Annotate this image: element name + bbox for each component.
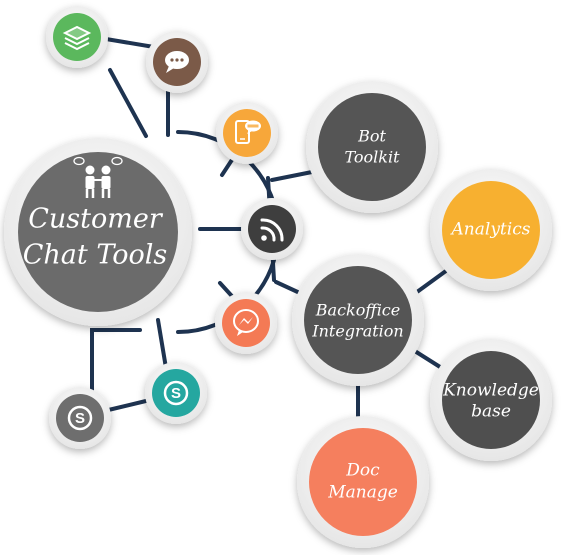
- spoke-to-layers: [108, 68, 148, 138]
- backoffice-label-line1: Backoffice: [315, 301, 400, 320]
- knowledge-label-line1: Knowledge: [442, 381, 539, 401]
- analytics-node[interactable]: Analytics: [430, 169, 552, 291]
- spoke-to-backoffice: [274, 280, 304, 296]
- channel-sms[interactable]: [216, 102, 278, 164]
- channel-skype-teal[interactable]: S: [145, 362, 207, 424]
- messenger-icon: [233, 309, 259, 336]
- hub-label-line2: Chat Tools: [23, 240, 168, 271]
- spoke-to-skype-teal: [156, 318, 168, 370]
- channel-chat[interactable]: [146, 31, 208, 93]
- rss-feed-icon: [260, 218, 284, 242]
- doc-manage-label-line2: Manage: [327, 483, 398, 503]
- channel-layers[interactable]: [46, 6, 108, 68]
- two-people-chatting-icon: [73, 156, 123, 198]
- spoke-to-skype-gray: [90, 328, 142, 397]
- backoffice-label-line2: Integration: [311, 322, 403, 341]
- link-layers-chat: [98, 36, 162, 50]
- spoke-to-bot-toolkit: [270, 170, 314, 182]
- skype-icon: S: [163, 380, 189, 406]
- svg-text:S: S: [171, 385, 181, 402]
- doc-manage-label-line1: Doc: [345, 461, 380, 481]
- knowledge-label-line2: base: [471, 402, 511, 422]
- channel-skype-gray[interactable]: S: [49, 387, 111, 449]
- analytics-label: Analytics: [450, 220, 531, 240]
- doc-manage-node[interactable]: Doc Manage: [297, 416, 429, 548]
- hub-label-line1: Customer: [28, 204, 164, 235]
- backoffice-integration-node[interactable]: Backoffice Integration: [292, 254, 424, 386]
- sms-phone-icon: [235, 120, 261, 144]
- channel-messenger[interactable]: [215, 292, 277, 354]
- chat-bubble-icon: [165, 51, 189, 73]
- channel-rss[interactable]: [241, 198, 303, 260]
- skype-icon: S: [67, 405, 93, 431]
- bot-toolkit-node[interactable]: Bot Toolkit: [306, 81, 438, 213]
- knowledge-base-node[interactable]: Knowledge base: [430, 339, 552, 461]
- hub-node[interactable]: Customer Chat Tools: [4, 138, 192, 326]
- bot-toolkit-label-line1: Bot: [357, 127, 386, 146]
- svg-text:S: S: [75, 410, 85, 427]
- bot-toolkit-label-line2: Toolkit: [344, 148, 400, 167]
- layers-stack-icon: [62, 25, 92, 51]
